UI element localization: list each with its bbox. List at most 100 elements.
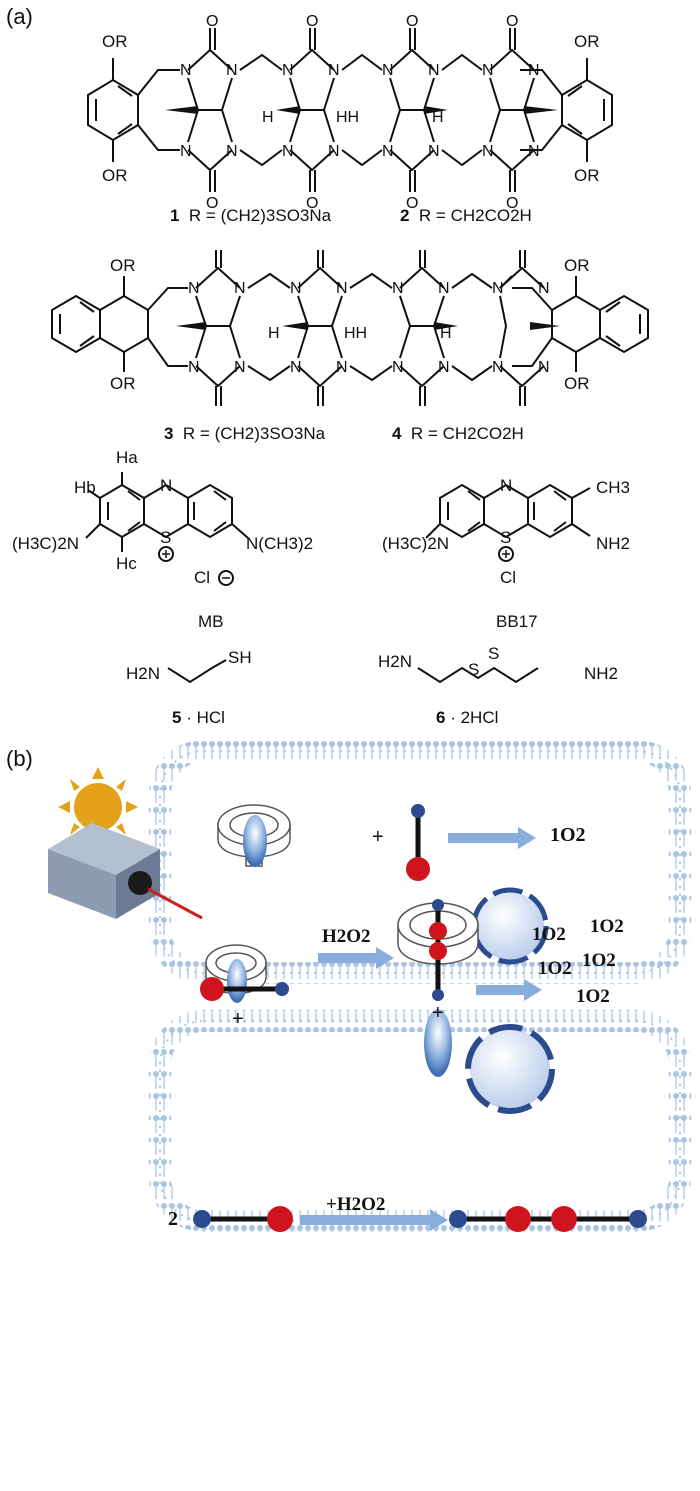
reaction-arrow <box>448 827 536 849</box>
cpd6-s1-label: S <box>468 660 480 679</box>
oxidant-label: H2O2 <box>322 926 371 947</box>
oxidation-scheme <box>193 1206 647 1232</box>
cpd5-thiol-label: SH <box>228 648 252 667</box>
panel-b-illustration <box>48 741 691 1232</box>
svg-text:O: O <box>306 195 318 212</box>
svg-text:N: N <box>234 280 246 297</box>
svg-text:N: N <box>528 143 540 160</box>
compound-caption: 4 R = CH2CO2H <box>392 424 524 443</box>
svg-text:O: O <box>406 195 418 212</box>
plus-sign: + <box>232 1008 244 1030</box>
mb-left-amine-label: (H3C)2N <box>12 534 80 553</box>
cysteamine-structures <box>167 659 539 684</box>
svg-text:N: N <box>438 280 450 297</box>
compound-caption: 3 R = (CH2)3SO3Na <box>164 424 326 443</box>
dumbbell-guest-icon <box>406 804 430 881</box>
singlet-oxygen-label: 1O2 <box>550 824 586 846</box>
svg-text:O: O <box>306 13 318 30</box>
singlet-oxygen-label: 1O2 <box>582 950 616 971</box>
reaction-arrow <box>318 947 394 969</box>
plus-sign: + <box>372 826 384 848</box>
mb-hb-label: Hb <box>74 478 96 497</box>
svg-text:N: N <box>428 62 440 79</box>
bb17-amine-label: (H3C)2N <box>382 534 450 553</box>
mb-ha-label: Ha <box>116 448 138 467</box>
svg-text:N: N <box>392 359 404 376</box>
threaded-guest-icon <box>429 899 447 1001</box>
cell-sphere-icon <box>471 887 549 965</box>
singlet-oxygen-label: 1O2 <box>532 924 566 945</box>
or-label: OR <box>574 166 600 185</box>
dye-ellipsoid-icon <box>227 959 247 1003</box>
svg-text:N: N <box>290 280 302 297</box>
svg-text:N: N <box>234 359 246 376</box>
svg-text:O: O <box>506 13 518 30</box>
svg-text:O: O <box>506 195 518 212</box>
mb-s-label: S <box>160 528 172 547</box>
svg-text:N: N <box>226 143 238 160</box>
svg-text:N: N <box>428 143 440 160</box>
svg-text:N: N <box>328 143 340 160</box>
mb-n-ring-label: N <box>160 476 173 495</box>
cpd6-amine-left-label: H2N <box>378 652 413 671</box>
singlet-oxygen-label: 1O2 <box>590 916 624 937</box>
dumbbell-guest-icon <box>200 977 289 1001</box>
svg-text:N: N <box>382 62 394 79</box>
bb17-methyl-label: CH3 <box>596 478 631 497</box>
or-label: OR <box>102 32 128 51</box>
cell-sphere-icon <box>465 1024 555 1114</box>
svg-text:N: N <box>392 280 404 297</box>
svg-text:N: N <box>528 62 540 79</box>
compound-caption: 1 R = (CH2)3SO3Na <box>170 206 332 225</box>
svg-text:N: N <box>336 359 348 376</box>
svg-text:N: N <box>282 143 294 160</box>
singlet-oxygen-label: 1O2 <box>538 958 572 979</box>
panel-a-label: (a) <box>6 4 33 29</box>
svg-text:N: N <box>482 143 494 160</box>
cpd6-s2-label: S <box>488 644 500 663</box>
mb-chloride-label: Cl <box>194 568 211 587</box>
svg-text:N: N <box>492 359 504 376</box>
or-label: OR <box>110 256 136 275</box>
svg-text:N: N <box>328 62 340 79</box>
panel-b-label: (b) <box>6 746 33 771</box>
bb17-nh2-label: NH2 <box>596 534 631 553</box>
mb-hc-label: Hc <box>116 554 137 573</box>
cpd5-amine-label: H2N <box>126 664 161 683</box>
laser-device-icon <box>48 823 203 920</box>
bb17-name: BB17 <box>496 612 538 631</box>
svg-text:H: H <box>268 325 280 342</box>
scheme-oxidant-label: +H2O2 <box>326 1194 386 1215</box>
svg-text:N: N <box>282 62 294 79</box>
svg-text:O: O <box>406 13 418 30</box>
svg-text:N: N <box>226 62 238 79</box>
cpd5-caption: 5 · HCl <box>172 708 225 727</box>
svg-text:H: H <box>440 325 452 342</box>
svg-text:N: N <box>290 359 302 376</box>
svg-text:H: H <box>432 109 444 126</box>
svg-text:O: O <box>206 13 218 30</box>
mb-name: MB <box>198 612 224 631</box>
or-label: OR <box>564 374 590 393</box>
bb17-s-label: S <box>500 528 512 547</box>
or-label: OR <box>102 166 128 185</box>
svg-text:HH: HH <box>336 109 359 126</box>
svg-text:N: N <box>492 280 504 297</box>
svg-text:O: O <box>206 195 218 212</box>
dye-ellipsoid-icon <box>424 1009 452 1077</box>
svg-text:HH: HH <box>344 325 367 342</box>
mb-structure <box>85 472 591 586</box>
singlet-oxygen-label: 1O2 <box>576 986 610 1007</box>
svg-text:N: N <box>180 62 192 79</box>
svg-text:N: N <box>482 62 494 79</box>
reaction-arrow <box>476 979 542 1001</box>
scheme-compound-number: 2 <box>168 1208 178 1230</box>
svg-text:N: N <box>180 143 192 160</box>
mb-right-amine-label: N(CH3)2 <box>246 534 314 553</box>
cpd6-amine-right-label: NH2 <box>584 664 619 683</box>
svg-text:H: H <box>262 109 274 126</box>
svg-text:N: N <box>538 359 550 376</box>
or-label: OR <box>574 32 600 51</box>
